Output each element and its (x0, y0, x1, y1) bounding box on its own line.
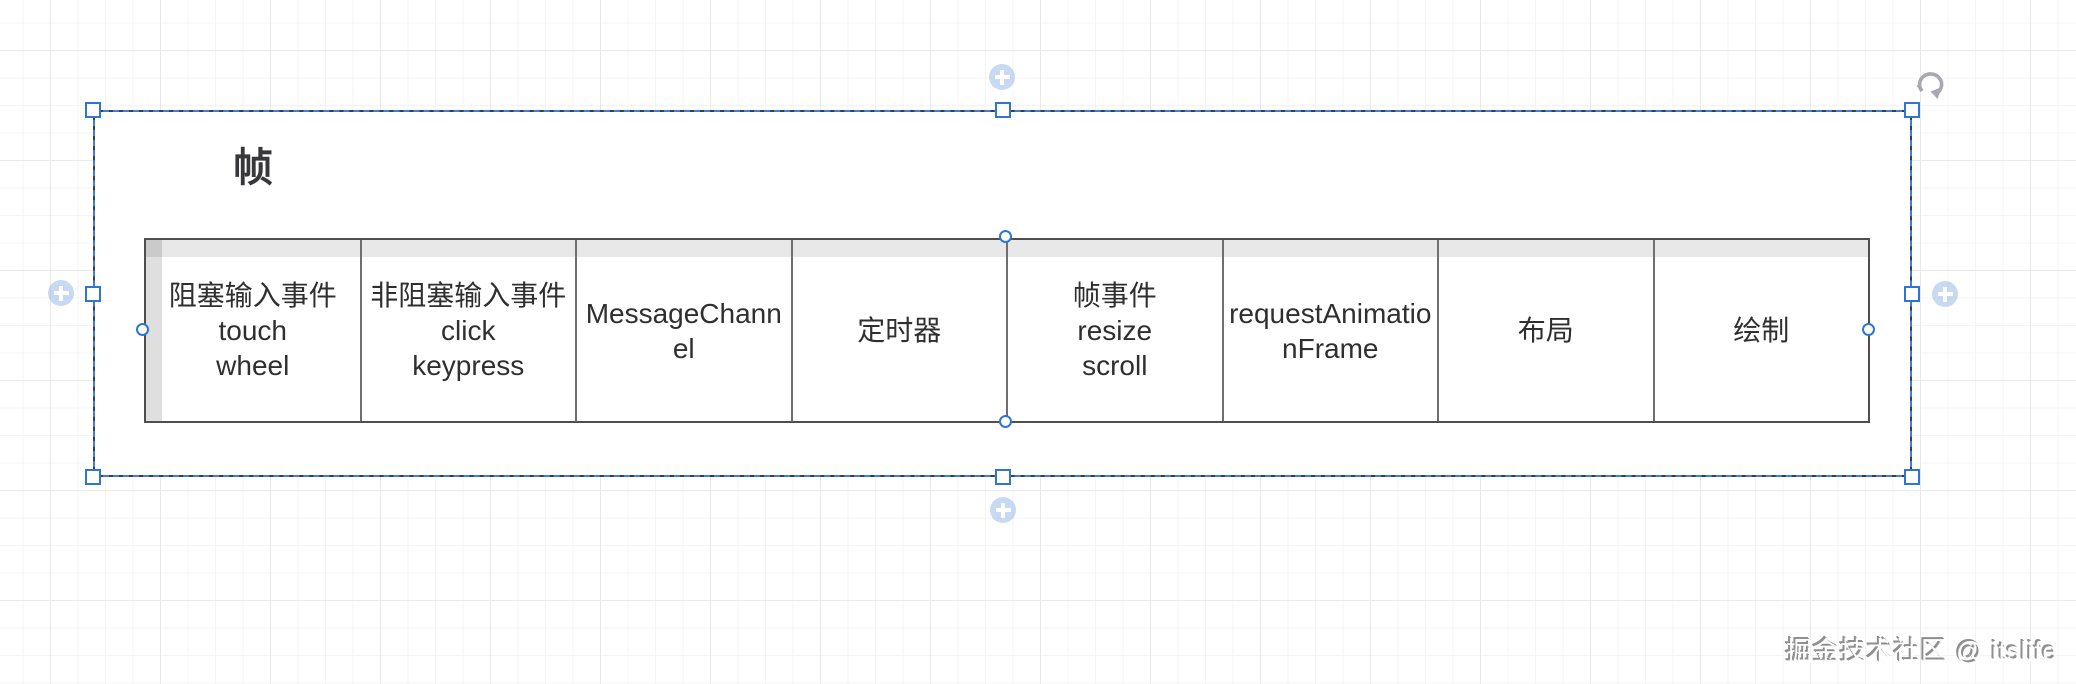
cell-header-band (792, 240, 1006, 257)
cell-header-band (146, 240, 360, 257)
table-cell-paint[interactable]: 绘制 (1652, 240, 1868, 421)
connection-point-left[interactable] (136, 323, 149, 336)
cell-label: 非阻塞输入事件 click keypress (370, 280, 567, 381)
resize-handle-nw[interactable] (85, 102, 101, 118)
connection-point-top[interactable] (999, 230, 1012, 243)
cell-label: 阻塞输入事件 touch wheel (168, 280, 337, 381)
cell-label: 定时器 (857, 315, 942, 346)
direction-arrow-right-icon[interactable] (1932, 281, 1958, 307)
cell-header-band (577, 240, 791, 257)
cell-header-band (1654, 240, 1868, 257)
frame-title: 帧 (233, 146, 273, 190)
watermark: 掘金技术社区 @ itslife (1785, 636, 2058, 666)
resize-handle-ne[interactable] (1904, 102, 1920, 118)
rotate-handle-icon[interactable] (1914, 70, 1950, 104)
frame-pipeline-table[interactable]: 阻塞输入事件 touch wheel 非阻塞输入事件 click keypres… (144, 238, 1870, 423)
resize-handle-n[interactable] (995, 102, 1011, 118)
cell-label: 布局 (1517, 315, 1574, 346)
cell-label: requestAnimationFrame (1229, 297, 1432, 364)
direction-arrow-bottom-icon[interactable] (990, 497, 1016, 523)
cell-header-band (1223, 240, 1437, 257)
cell-header-band (1439, 240, 1653, 257)
cell-header-band (1008, 240, 1222, 257)
resize-handle-e[interactable] (1904, 286, 1920, 302)
table-cell-timer[interactable]: 定时器 (790, 240, 1006, 421)
table-cell-frame-events[interactable]: 帧事件 resize scroll (1006, 240, 1222, 421)
table-cell-layout[interactable]: 布局 (1437, 240, 1653, 421)
resize-handle-se[interactable] (1904, 469, 1920, 485)
resize-handle-w[interactable] (85, 286, 101, 302)
table-cell-raf[interactable]: requestAnimationFrame (1221, 240, 1437, 421)
connection-point-bottom[interactable] (999, 415, 1012, 428)
connection-point-right[interactable] (1862, 323, 1875, 336)
table-cell-messagechannel[interactable]: MessageChannel (575, 240, 791, 421)
row-header-strip (146, 240, 162, 421)
direction-arrow-top-icon[interactable] (989, 64, 1015, 90)
direction-arrow-left-icon[interactable] (48, 280, 74, 306)
cell-label: 绘制 (1733, 315, 1790, 346)
table-cell-nonblocking-input[interactable]: 非阻塞输入事件 click keypress (359, 240, 575, 421)
resize-handle-sw[interactable] (85, 469, 101, 485)
resize-handle-s[interactable] (995, 469, 1011, 485)
cell-header-band (361, 240, 575, 257)
cell-label: 帧事件 resize scroll (1072, 280, 1157, 381)
table-cell-blocking-input[interactable]: 阻塞输入事件 touch wheel (146, 240, 360, 421)
cell-label: MessageChannel (585, 297, 782, 364)
